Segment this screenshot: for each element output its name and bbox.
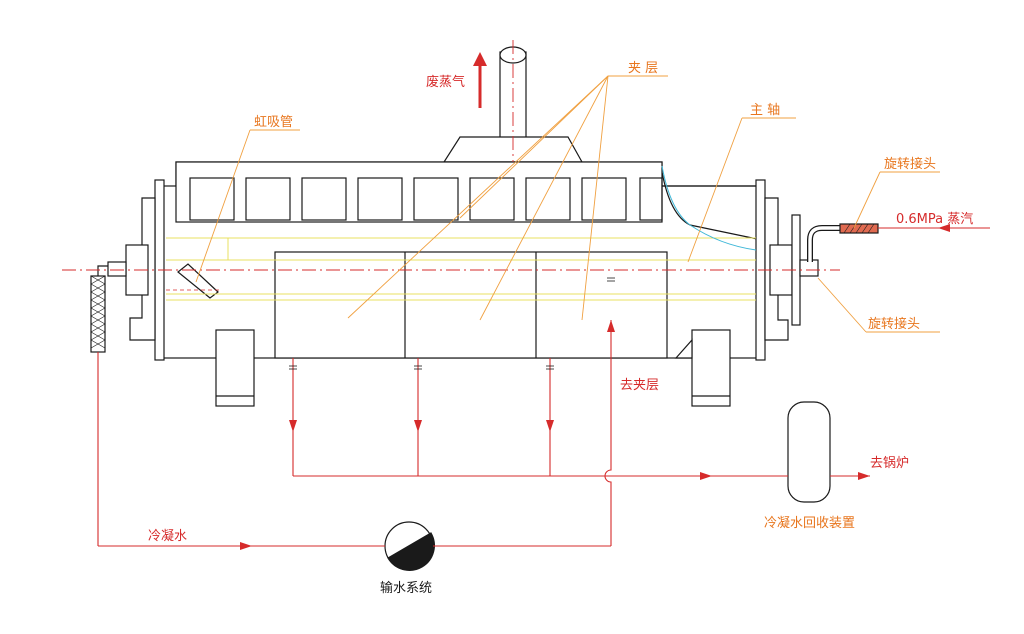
leader-lines — [195, 75, 940, 333]
left-hose-bend — [97, 265, 108, 276]
steam-input-label: 0.6MPa 蒸汽 — [896, 212, 973, 227]
upper-chamber — [175, 161, 663, 223]
arrow-down — [414, 420, 422, 432]
leader — [479, 75, 609, 321]
hatching — [90, 223, 875, 349]
to-jacket-line — [604, 320, 612, 546]
right-joint-body — [799, 259, 819, 277]
leader — [817, 277, 867, 333]
leader — [581, 75, 609, 321]
windows — [189, 177, 663, 221]
window — [469, 177, 515, 221]
arrow-right — [700, 472, 712, 480]
left-joint — [107, 261, 127, 277]
window — [301, 177, 347, 221]
window — [525, 177, 571, 221]
drain-ticks — [289, 277, 615, 370]
rotary-joint-bottom-label: 旋转接头 — [868, 316, 920, 332]
steam-elbow — [807, 225, 840, 262]
rotary-joint-top-label: 旋转接头 — [884, 156, 936, 172]
condensate-water-label: 冷凝水 — [148, 528, 187, 544]
arrow-up — [607, 320, 615, 332]
arrow-left — [938, 224, 950, 232]
recovery-tank — [787, 401, 831, 503]
cyan-curve — [661, 165, 757, 251]
steam-elbow-inner — [808, 226, 840, 262]
to-boiler-label: 去锅炉 — [870, 455, 909, 471]
water-system-label: 输水系统 — [380, 580, 432, 596]
left-hose — [90, 275, 106, 353]
window — [413, 177, 459, 221]
condensate-recovery-label: 冷凝水回收装置 — [764, 515, 855, 531]
jacket-panels — [274, 251, 668, 359]
window — [357, 177, 403, 221]
window — [189, 177, 235, 221]
leader — [347, 75, 609, 319]
arrow-up-thick — [473, 52, 487, 66]
arrow-right — [240, 542, 252, 550]
leader — [853, 171, 881, 229]
window — [245, 177, 291, 221]
main-shaft-label: 主 轴 — [750, 103, 780, 118]
arrow-down — [546, 420, 554, 432]
arrow-right — [858, 472, 870, 480]
arrowheads — [240, 52, 950, 550]
left-support — [215, 329, 255, 407]
steam-hose-hatch — [843, 223, 875, 234]
leader — [687, 117, 743, 263]
to-jacket-label: 去夹层 — [620, 378, 659, 393]
siphon-tube — [177, 263, 219, 299]
jacket-label: 夹 层 — [628, 61, 658, 76]
waste-steam-label: 废蒸气 — [426, 74, 465, 90]
window — [639, 177, 663, 221]
window — [581, 177, 627, 221]
siphon-label: 虹吸管 — [254, 115, 293, 130]
right-support-brace — [674, 338, 693, 359]
arrow-down — [289, 420, 297, 432]
leader — [459, 75, 609, 219]
right-support — [691, 329, 731, 407]
center-lines — [62, 40, 840, 271]
leader — [195, 129, 251, 283]
machine-body — [90, 46, 879, 571]
labels: 废蒸气 夹 层 主 轴 虹吸管 旋转接头 0.6MPa 蒸汽 旋转接头 去夹层 … — [148, 61, 973, 596]
internal-lines — [166, 165, 757, 301]
left-hose-hatch-cross — [90, 275, 106, 349]
pump-fill — [387, 532, 435, 571]
